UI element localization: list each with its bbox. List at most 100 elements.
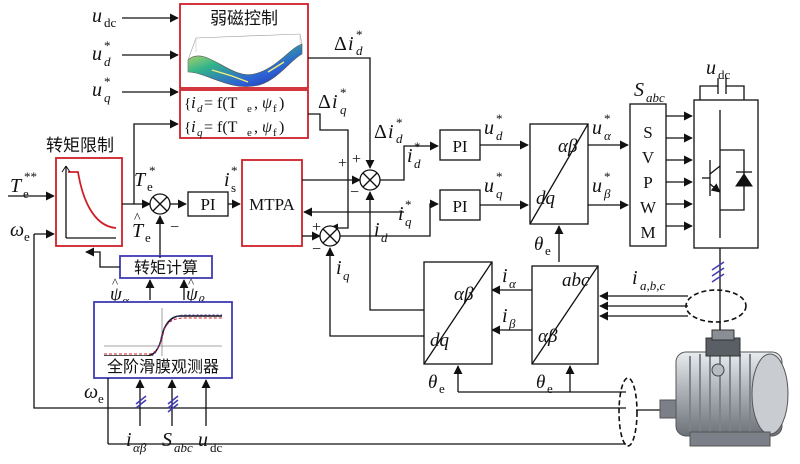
svg-text:*: * (340, 85, 347, 100)
q-error-to-pi (340, 199, 439, 237)
svg-text:d: d (356, 43, 363, 58)
svg-text:*: * (496, 169, 503, 184)
svg-text:e: e (247, 127, 252, 139)
svg-text:d: d (104, 54, 111, 69)
svg-text:dc: dc (718, 67, 731, 82)
svg-text:i: i (374, 219, 380, 241)
inverse-park-dq-label: dq (536, 188, 556, 209)
svg-text:β: β (508, 316, 516, 331)
igbt-symbol (702, 110, 753, 238)
svg-text:T: T (134, 169, 147, 191)
uq-star-out-label: u q * (484, 169, 503, 201)
svg-text:*: * (104, 38, 111, 53)
svg-text:{: { (184, 120, 191, 136)
svg-text:u: u (484, 175, 494, 197)
id-feedback-label: i d (374, 219, 388, 245)
svpwm-letter-m: M (640, 223, 655, 242)
torque-limit-title: 转矩限制 (46, 136, 114, 156)
svg-text:e: e (247, 103, 252, 115)
svg-text:e: e (147, 179, 153, 194)
svg-text:d: d (381, 230, 388, 245)
te-star-label: T e * (134, 163, 156, 194)
svg-text:u: u (92, 5, 102, 27)
d-sum-minus: − (350, 184, 359, 201)
svg-text:*: * (356, 27, 363, 42)
observer-sigmoid-plot (104, 308, 222, 358)
te-star-star-label: T e ** (10, 169, 37, 201)
svg-text:i: i (191, 93, 196, 112)
iq-feedback-label: i q (336, 257, 350, 283)
delta-id-line (308, 57, 375, 169)
te-star-to-flux (133, 119, 179, 204)
svg-text:*: * (496, 111, 503, 126)
torque-calc-label: 转矩计算 (134, 258, 198, 277)
ualpha-star-label: u α * (592, 111, 612, 143)
flux-weakening-title: 弱磁控制 (210, 9, 278, 29)
psi-alpha-label: ψ ^ α (110, 275, 130, 308)
svg-text:i: i (348, 33, 354, 55)
svg-text:i: i (632, 267, 638, 289)
current-sensor-ellipse (685, 289, 747, 323)
udc-bottom-label: u dc (198, 429, 223, 455)
svpwm-letter-v: V (642, 148, 655, 167)
svg-text:e: e (24, 229, 30, 244)
input-ud-star-label: u d * (92, 38, 111, 69)
q-sum-minus: − (312, 241, 321, 258)
svg-text:,: , (254, 119, 258, 136)
svg-text:q: q (197, 127, 203, 139)
inverter-output-ticks (711, 248, 725, 330)
svg-text:ψ: ψ (262, 95, 273, 112)
inverter-udc-label: u dc (706, 57, 731, 82)
svg-text:u: u (92, 79, 102, 101)
svg-text:ω: ω (10, 219, 24, 241)
svg-text:α: α (122, 293, 130, 308)
omega-e-bottom-label: ω e (84, 381, 104, 406)
q-sum-plus: + (312, 219, 321, 236)
svg-text:*: * (104, 74, 111, 89)
torque-pi-label: PI (200, 195, 215, 214)
theta-e-clarke-label: θ e (536, 372, 553, 396)
iq-feedback-line (325, 247, 420, 337)
svpwm-letter-p: P (643, 173, 652, 192)
svg-text:s: s (231, 180, 236, 195)
svg-text:d: d (396, 131, 403, 146)
svg-text:i: i (332, 91, 338, 113)
d-current-pi-label: PI (452, 137, 467, 156)
theta-e-park-label: θ e (428, 372, 445, 396)
ud-star-out-label: u d * (484, 111, 503, 143)
d-current-pi-block (439, 129, 481, 161)
q-axis-sum-junction (319, 225, 341, 247)
svg-text:ω: ω (84, 381, 98, 403)
id-star-label: i d * (407, 139, 421, 171)
svg-text:u: u (592, 117, 602, 139)
svg-text:Δ: Δ (374, 121, 387, 143)
svg-text:u: u (92, 43, 102, 65)
svg-text:θ: θ (428, 372, 437, 393)
park-ab-label: αβ (454, 284, 474, 305)
svg-text:*: * (604, 169, 611, 184)
svg-text:abc: abc (646, 90, 665, 105)
svg-text:^: ^ (112, 275, 118, 290)
psi-beta-label: ψ ^ β (186, 275, 205, 308)
svg-text:i: i (398, 203, 404, 225)
svpwm-gate-arrows (666, 111, 693, 231)
iq-star-label: i q * (398, 197, 412, 229)
delta-id-star-label: Δ i d * (334, 27, 363, 58)
svg-text:d: d (496, 128, 503, 143)
svg-text:i: i (502, 265, 508, 287)
svg-text:ψ: ψ (262, 119, 273, 136)
svg-text:e: e (439, 381, 445, 396)
svg-text:*: * (604, 111, 611, 126)
mtpa-label: MTPA (249, 195, 295, 214)
svg-text:u: u (198, 429, 208, 451)
svg-text:f: f (273, 127, 277, 139)
svg-text:T: T (10, 175, 23, 197)
svg-text:= f(T: = f(T (204, 119, 238, 136)
inverter-block (693, 99, 759, 249)
svg-text:i: i (502, 305, 508, 327)
i-abc-label: i a,b,c (632, 267, 666, 293)
omega-e-left-label: ω e (10, 219, 30, 244)
svg-text:f: f (273, 103, 277, 115)
svg-text:u: u (706, 57, 716, 79)
